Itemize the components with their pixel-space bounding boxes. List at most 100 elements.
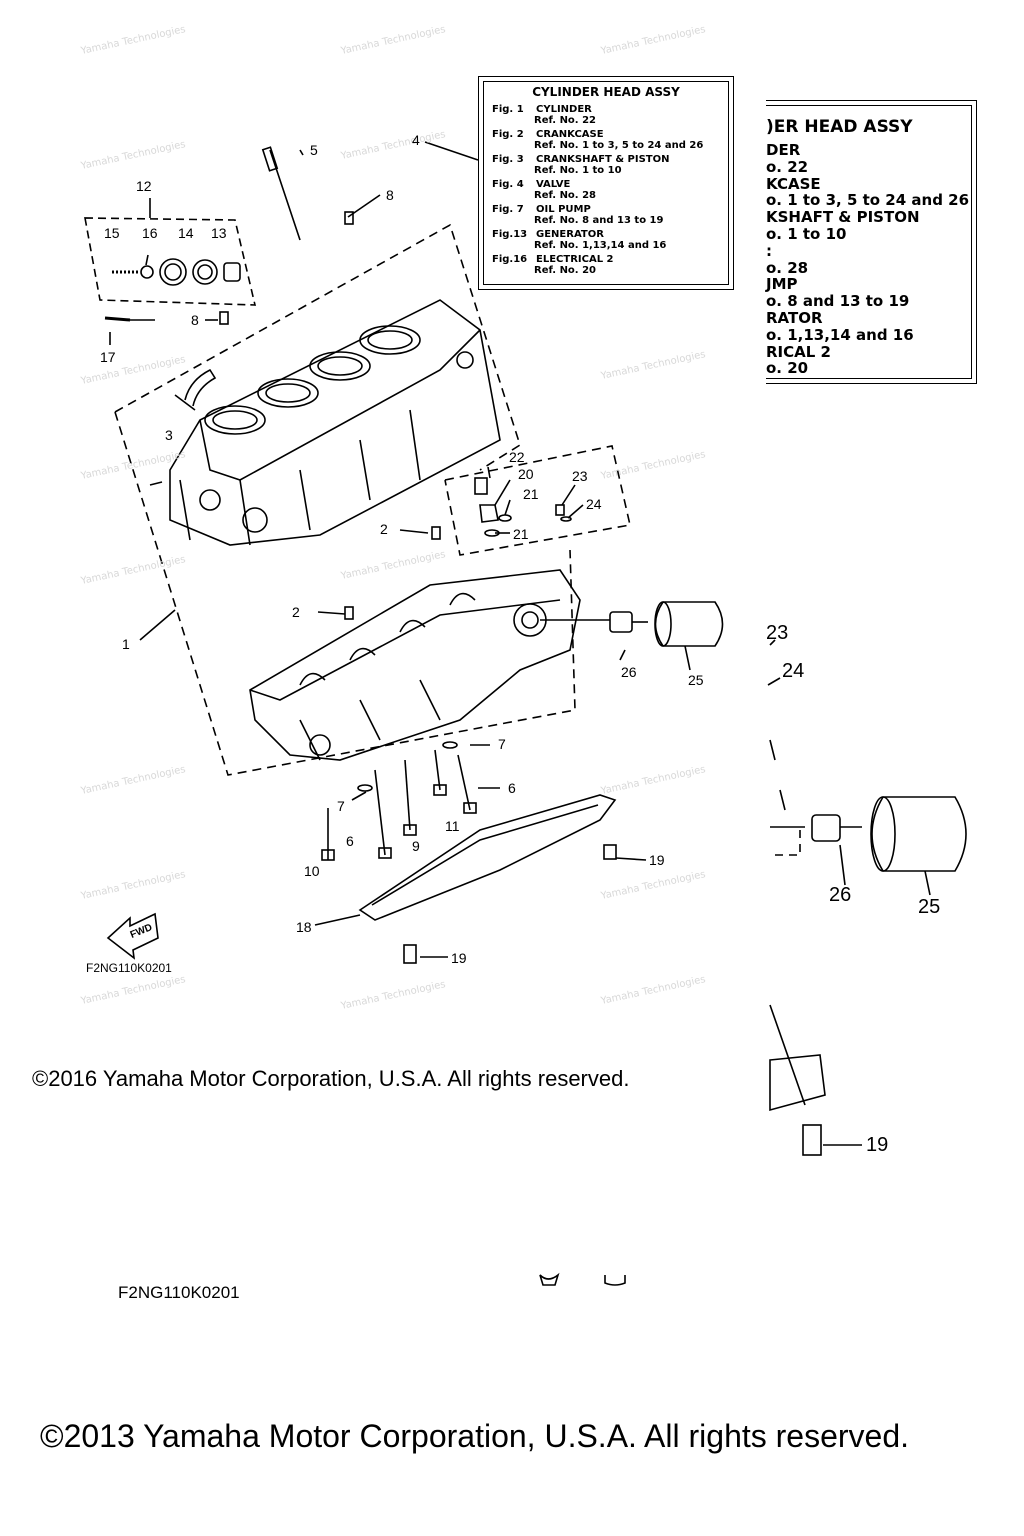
legend-ref-numbers: Ref. No. 1,13,14 and 16 [534,240,667,251]
callout-25: 25 [688,672,704,688]
oil-filter-shape [609,601,724,647]
callout-6: 6 [508,780,516,796]
bolts-shape [321,741,617,964]
callout-11: 11 [445,818,460,834]
legend-large-line: KSHAFT & PISTON [766,208,920,227]
legend-section-name: VALVE [536,179,571,190]
callout-3: 3 [165,427,173,443]
legend-large-title: )ER HEAD ASSY [766,117,913,137]
callout-8: 8 [386,187,394,203]
legend-ref-numbers: Ref. No. 1 to 3, 5 to 24 and 26 [534,140,704,151]
callout-16: 16 [142,225,158,241]
legend-fig-number: Fig. 2 [492,129,524,140]
legend-large-line: KCASE [766,174,821,193]
callout-large-19: 19 [866,1134,889,1156]
callout-17: 17 [100,349,116,365]
enlarged-fragment-shape [539,639,967,1286]
callout-9: 9 [412,838,420,854]
figure-code-small: F2NG110K0201 [86,961,172,975]
legend-ref-numbers: Ref. No. 28 [534,190,597,201]
legend-fig-number: Fig. 1 [492,104,524,115]
callout-large-23: 23 [766,622,789,644]
callout-7: 7 [337,798,345,814]
callout-24: 24 [586,496,602,512]
figure-code-large: F2NG110K0201 [118,1283,240,1302]
legend-section-name: OIL PUMP [536,204,591,215]
callout-14: 14 [178,225,194,241]
callout-4: 4 [412,132,420,148]
callout-7: 7 [498,736,506,752]
copyright-small: ©2016 Yamaha Motor Corporation, U.S.A. A… [32,1066,630,1091]
copyright-large: ©2013 Yamaha Motor Corporation, U.S.A. A… [40,1418,910,1454]
legend-section-name: GENERATOR [536,229,604,240]
legend-large-line: o. 28 [766,258,809,277]
callout-6: 6 [346,833,354,849]
legend-section-name: ELECTRICAL 2 [536,254,614,265]
legend-row: Fig. 3 CRANKSHAFT & PISTON [492,154,728,165]
legend-ref-numbers: Ref. No. 1 to 10 [534,165,622,176]
legend-large-line: RICAL 2 [766,342,831,361]
callout-13: 13 [211,225,227,241]
legend-large-line: o. 1 to 3, 5 to 24 and 26 [766,191,970,210]
callout-large-24: 24 [782,660,805,682]
legend-section-name: CRANKSHAFT & PISTON [536,154,670,165]
callout-19: 19 [451,950,467,966]
legend-row: Fig. 4 VALVE [492,179,728,190]
callout-1: 1 [122,636,130,652]
legend-ref-numbers: Ref. No. 20 [534,265,597,276]
legend-large-line: o. 22 [766,157,809,176]
crankcase-group-dash [114,411,576,776]
legend-large-line: o. 1 to 10 [766,224,847,243]
legend-large-line: DER [766,141,801,159]
callout-19: 19 [649,852,665,868]
legend-ref-numbers: Ref. No. 22 [534,115,597,126]
legend-large-line: RATOR [766,308,823,327]
callout-large-25: 25 [918,896,941,918]
legend-large-line: o. 8 and 13 to 19 [766,292,910,311]
legend-large-line: JMP [766,275,798,294]
legend-row: Fig. 1 CYLINDER [492,104,728,115]
legend-row: Fig.13 GENERATOR [492,229,728,240]
fwd-arrow-icon [106,912,159,960]
legend-row: Fig. 2 CRANKCASE [492,129,728,140]
callout-large-26: 26 [829,884,852,906]
callout-8: 8 [191,312,199,328]
callout-10: 10 [304,863,320,879]
callout-26: 26 [621,664,637,680]
stud-bolt-shape [269,149,301,241]
legend-large-line: : [766,241,772,260]
callout-23: 23 [572,468,588,484]
legend-title: CYLINDER HEAD ASSY [532,85,680,99]
legend-section-name: CYLINDER [536,104,592,115]
cylinder-group-dash [114,223,521,471]
callout-2: 2 [292,604,300,620]
legend-large-line: o. 1,13,14 and 16 [766,325,914,344]
crankcase-shape [249,569,581,761]
legend-ref-numbers: Ref. No. 8 and 13 to 19 [534,215,664,226]
legend-fig-number: Fig. 3 [492,154,524,165]
legend-row: Fig.16 ELECTRICAL 2 [492,254,728,265]
callout-15: 15 [104,225,120,241]
legend-fig-number: Fig. 7 [492,204,524,215]
cylinder-block-shape [149,299,501,546]
legend-fig-number: Fig.13 [492,229,528,240]
callout-5: 5 [310,142,318,158]
legend-section-name: CRANKCASE [536,129,604,140]
legend-row: Fig. 7 OIL PUMP [492,204,728,215]
legend-fig-number: Fig.16 [492,254,528,265]
callout-18: 18 [296,919,312,935]
seal-group-dash [84,217,257,306]
callout-12: 12 [136,178,152,194]
legend-large-line: o. 20 [766,359,809,378]
callout-2: 2 [380,521,388,537]
legend-fig-number: Fig. 4 [492,179,524,190]
callout-21: 21 [523,486,539,502]
callout-22: 22 [509,449,525,465]
callout-21: 21 [513,526,529,542]
callout-20: 20 [518,466,534,482]
filter-group-dash [444,445,631,556]
